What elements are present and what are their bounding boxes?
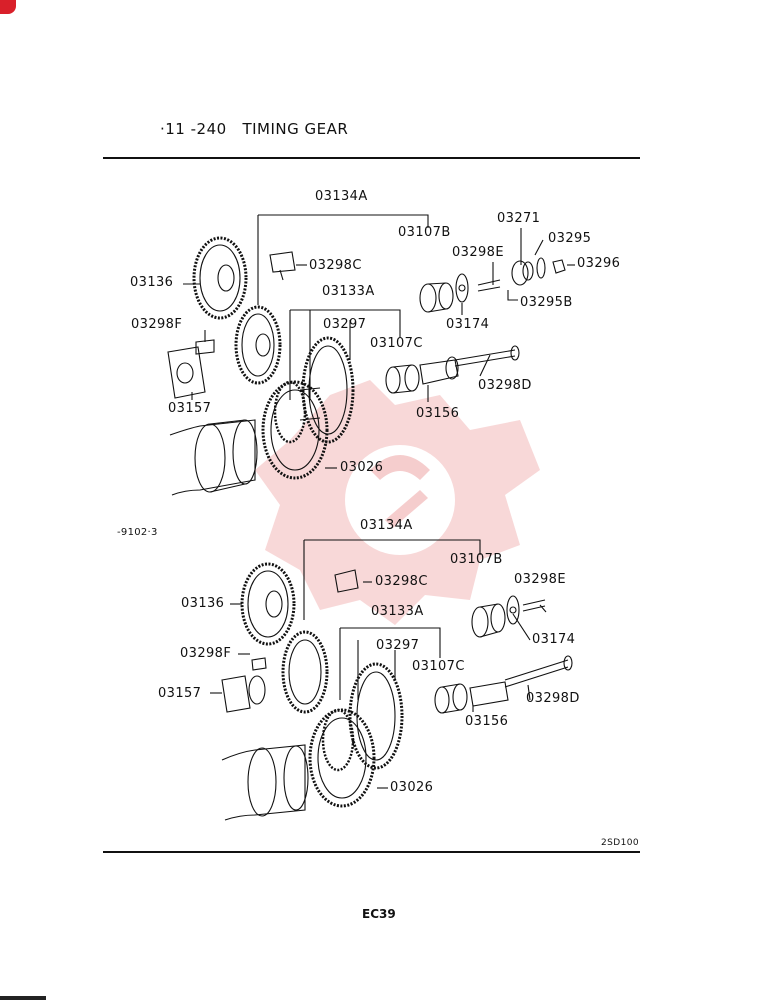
bottom-edge-bar	[0, 996, 46, 1000]
label-03298C-upper: 03298C	[309, 258, 362, 273]
label-03298E-lower: 03298E	[514, 572, 566, 587]
label-03297-lower: 03297	[376, 638, 420, 653]
label-03136-lower: 03136	[181, 596, 225, 611]
label-03298E-upper: 03298E	[452, 245, 504, 260]
label-03156-upper: 03156	[416, 406, 460, 421]
label-03298F-lower: 03298F	[180, 646, 232, 661]
label-03107C-lower: 03107C	[412, 659, 465, 674]
label-03107B-upper: 03107B	[398, 225, 451, 240]
corner-badge-icon	[0, 0, 16, 14]
label-03026-lower: 03026	[390, 780, 434, 795]
label-03298F-upper: 03298F	[131, 317, 183, 332]
label-03136-upper: 03136	[130, 275, 174, 290]
label-03134A-lower: 03134A	[360, 518, 413, 533]
label-03156-lower: 03156	[465, 714, 509, 729]
label-03133A-lower: 03133A	[371, 604, 424, 619]
bottom-rule	[103, 851, 640, 853]
label-03298C-lower: 03298C	[375, 574, 428, 589]
page-title: ·11 -240 TIMING GEAR	[160, 120, 349, 138]
label-03295-upper: 03295	[548, 231, 592, 246]
serial-note: -9102·3	[117, 527, 158, 538]
page-number: EC39	[362, 907, 396, 921]
label-03296-upper: 03296	[577, 256, 621, 271]
label-03107C-upper: 03107C	[370, 336, 423, 351]
label-03133A-upper: 03133A	[322, 284, 375, 299]
label-03298D-lower: 03298D	[526, 691, 580, 706]
label-03026-upper: 03026	[340, 460, 384, 475]
label-03295B-upper: 03295B	[520, 295, 573, 310]
label-03157-lower: 03157	[158, 686, 202, 701]
label-03134A-upper: 03134A	[315, 189, 368, 204]
top-rule	[103, 157, 640, 159]
label-03297-upper: 03297	[323, 317, 367, 332]
label-03107B-lower: 03107B	[450, 552, 503, 567]
label-03298D-upper: 03298D	[478, 378, 532, 393]
label-03157-upper: 03157	[168, 401, 212, 416]
label-03271-upper: 03271	[497, 211, 541, 226]
label-03174-upper: 03174	[446, 317, 490, 332]
label-03174-lower: 03174	[532, 632, 576, 647]
figure-code: 2SD100	[601, 838, 639, 848]
